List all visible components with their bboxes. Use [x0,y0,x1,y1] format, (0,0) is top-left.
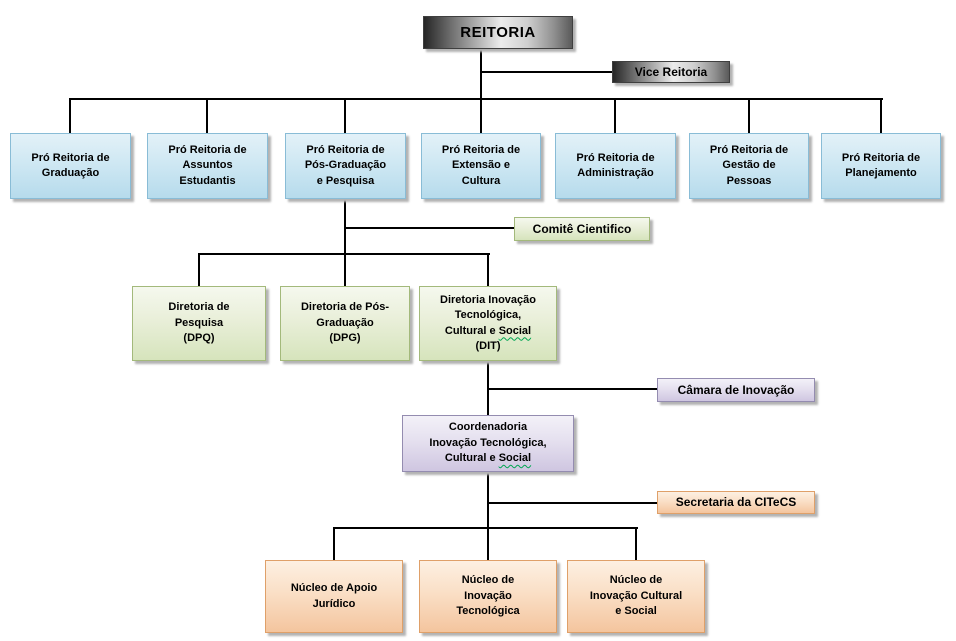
node-label: Pró Reitoria de Extensão e Cultura [441,143,521,187]
connector-line [70,98,883,100]
connector-line [488,502,657,504]
node-pro-reitoria-assuntos-estudantis: Pró Reitoria de Assuntos Estudantis [147,133,268,199]
node-label: Núcleo de Inovação Tecnológica [456,574,520,618]
node-pro-reitoria-extensao-cultura: Pró Reitoria de Extensão e Cultura [421,133,541,199]
node-label: REITORIA [460,24,536,41]
node-nucleo-inovacao-tecnologica: Núcleo de Inovação Tecnológica [419,560,557,633]
connector-line [345,227,514,229]
node-label: Diretoria de Pós- Graduação (DPG) [300,301,390,345]
node-label: Núcleo de Inovação Cultural e Social [589,574,683,618]
connector-line [333,527,335,561]
connector-line [487,527,489,561]
node-label: Núcleo de Apoio Jurídico [290,582,378,610]
node-label: Pró Reitoria de Pós-Graduação e Pesquisa [304,143,387,187]
node-pro-reitoria-planejamento: Pró Reitoria de Planejamento [821,133,941,199]
node-diretoria-pos-graduacao: Diretoria de Pós- Graduação (DPG) [280,286,410,361]
node-coordenadoria-citecs: Coordenadoria Inovação Tecnológica, Cult… [402,415,574,472]
node-label: Vice Reitoria [634,64,708,79]
connector-line [480,49,482,99]
connector-line [748,98,750,134]
connector-line [614,98,616,134]
node-pro-reitoria-pos-graduacao-pesquisa: Pró Reitoria de Pós-Graduação e Pesquisa [285,133,406,199]
connector-line [198,253,200,287]
connector-line [488,388,657,390]
connector-line [206,98,208,134]
connector-line [344,253,346,287]
node-label: Pró Reitoria de Assuntos Estudantis [168,143,247,187]
node-label: Câmara de Inovação [677,382,795,397]
node-pro-reitoria-administracao: Pró Reitoria de Administração [555,133,676,199]
connector-line [344,198,346,255]
node-vice-reitoria: Vice Reitoria [612,61,730,83]
node-nucleo-apoio-juridico: Núcleo de Apoio Jurídico [265,560,403,633]
node-comite-cientifico: Comitê Cientifico [514,217,650,241]
node-diretoria-pesquisa: Diretoria de Pesquisa (DPQ) [132,286,266,361]
connector-line [487,471,489,529]
node-label: Pró Reitoria de Administração [576,151,655,179]
node-label: Coordenadoria Inovação Tecnológica, Cult… [429,421,547,465]
node-label: Pró Reitoria de Planejamento [841,151,921,179]
connector-line [69,98,71,134]
node-label: Secretaria da CITeCS [675,495,797,510]
node-pro-reitoria-gestao-pessoas: Pró Reitoria de Gestão de Pessoas [689,133,809,199]
connector-line [635,527,637,561]
connector-line [480,98,482,134]
connector-line [481,71,612,73]
node-camara-inovacao: Câmara de Inovação [657,378,815,402]
node-diretoria-inovacao: Diretoria Inovação Tecnológica, Cultural… [419,286,557,361]
node-label: Diretoria Inovação Tecnológica, Cultural… [440,293,536,352]
node-nucleo-inovacao-cultural-social: Núcleo de Inovação Cultural e Social [567,560,705,633]
connector-line [487,253,489,287]
node-secretaria-citecs: Secretaria da CITeCS [657,491,815,514]
connector-line [880,98,882,134]
node-label: Comitê Cientifico [532,221,632,236]
node-reitoria: REITORIA [423,16,573,49]
node-pro-reitoria-graduacao: Pró Reitoria de Graduação [10,133,131,199]
node-label: Pró Reitoria de Graduação [31,151,110,179]
connector-line [334,527,638,529]
node-label: Diretoria de Pesquisa (DPQ) [168,301,230,345]
connector-line [344,98,346,134]
node-label: Pró Reitoria de Gestão de Pessoas [709,143,789,187]
